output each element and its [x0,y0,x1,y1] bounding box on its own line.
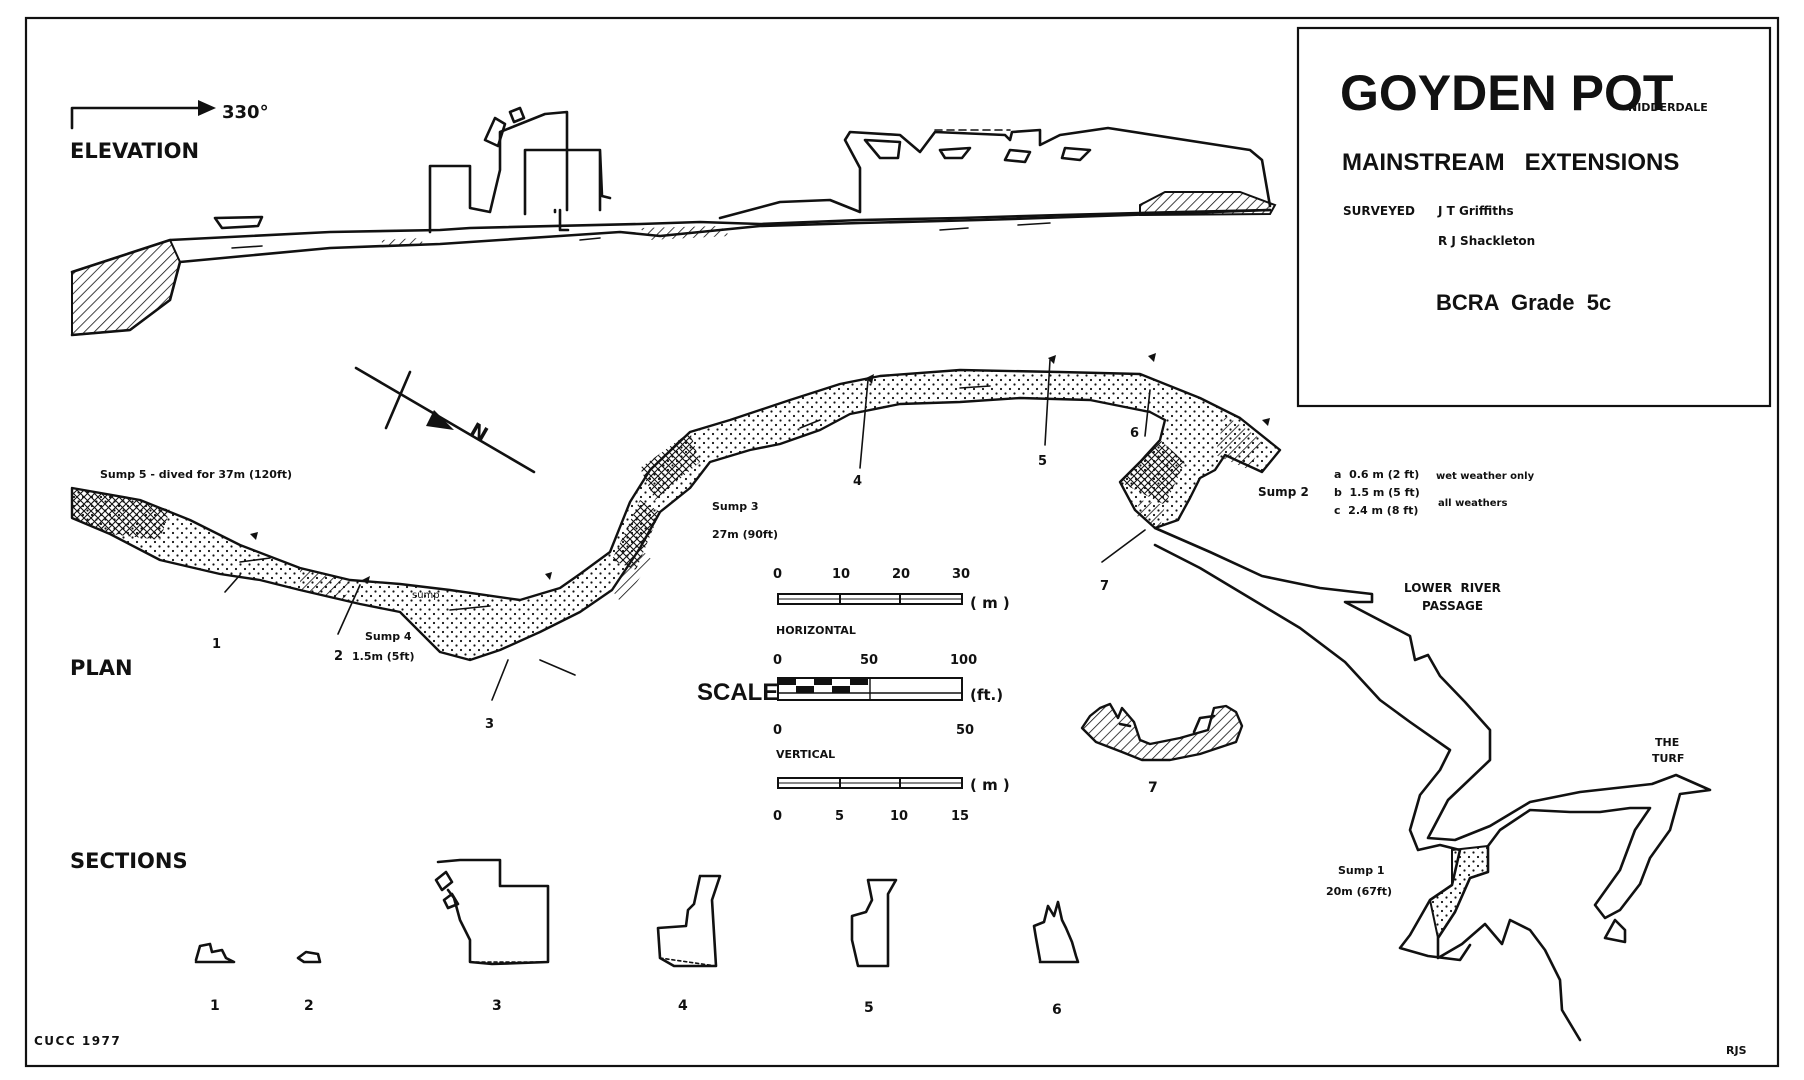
plan-passage [70,368,1282,676]
scale-h-m-tick-10: 10 [832,567,850,582]
section-number-7: 7 [1148,780,1158,796]
title-box [1296,26,1772,408]
scale-label: SCALE [697,679,778,706]
scale-h-ft-tick-0: 0 [773,653,782,668]
sump2-item-c: c 2.4 m (8 ft) [1334,504,1418,517]
scale-h-m-tick-20: 20 [892,567,910,582]
surveyor-2: R J Shackleton [1438,234,1535,248]
sump3-label: Sump 3 [712,500,759,513]
lower-river-label-1: LOWER RIVER [1404,581,1501,595]
plan-station-1: 1 [212,637,221,652]
section-number-4: 4 [678,998,688,1014]
plan-station-4: 4 [853,474,862,489]
section-number-3: 3 [492,998,502,1014]
station-markers [224,353,1270,701]
sump2-note-wet: wet weather only [1436,471,1535,482]
sump-small-label: sump [412,590,440,601]
north-label: N [466,418,493,447]
sump5-label: Sump 5 - dived for 37m (120ft) [100,468,292,481]
sump1-length: 20m (67ft) [1326,885,1392,898]
scale-horizontal-label: HORIZONTAL [776,624,856,637]
scale-v-ft-tick-0: 0 [773,723,782,738]
scale-vertical-label: VERTICAL [776,748,835,761]
scale-v-m-tick-15: 15 [951,809,969,824]
sump4-label: Sump 4 [365,630,412,643]
north-arrow [354,366,536,474]
scale-h-m-tick-0: 0 [773,567,782,582]
plan-label: PLAN [70,656,133,680]
scale-h-ft-tick-100: 100 [950,653,977,668]
lower-river-passage [1153,526,1712,1042]
sump4-depth: 1.5m (5ft) [352,650,415,663]
sump3-length: 27m (90ft) [712,528,778,541]
sections-label: SECTIONS [70,849,188,873]
cross-section-1 [194,942,236,964]
section-number-6: 6 [1052,1002,1062,1018]
scale-ft-unit: (ft.) [970,686,1003,704]
bcra-grade: BCRA Grade 5c [1436,290,1611,315]
map-title: GOYDEN POT [1340,65,1673,121]
scale-v-m-tick-5: 5 [835,809,844,824]
section-number-5: 5 [864,1000,874,1016]
scale-bar-horizontal-m [777,593,963,605]
sump2-item-b: b 1.5 m (5 ft) [1334,486,1420,499]
section-number-2: 2 [304,998,314,1014]
plan-station-7: 7 [1100,579,1109,594]
cross-section-3 [434,858,550,966]
scale-bar-vertical-m [777,777,963,789]
cross-section-2 [296,950,322,964]
sump2-item-a: a 0.6 m (2 ft) [1334,468,1419,481]
cross-section-6 [1032,900,1080,964]
scale-v-ft-tick-50: 50 [956,723,974,738]
scale-v-m-unit: ( m ) [970,776,1010,794]
scale-bar-ft [777,677,963,701]
club-credit: CUCC 1977 [34,1034,121,1048]
section-number-1: 1 [210,998,220,1014]
lower-river-label-2: PASSAGE [1422,599,1483,613]
map-region: NIDDERDALE [1628,101,1708,114]
sump1-label: Sump 1 [1338,864,1385,877]
scale-v-m-tick-0: 0 [773,809,782,824]
cross-section-7 [1080,702,1244,762]
bearing-arrow [70,100,216,130]
scale-h-m-tick-30: 30 [952,567,970,582]
surveyor-1: J T Griffiths [1437,204,1514,218]
plan-station-5: 5 [1038,454,1047,469]
author-initials: RJS [1726,1044,1747,1057]
map-frame [24,16,1780,1068]
sump2-note-all: all weathers [1438,498,1507,509]
scale-h-ft-tick-50: 50 [860,653,878,668]
scale-h-m-unit: ( m ) [970,594,1010,612]
scale-v-m-tick-10: 10 [890,809,908,824]
bearing-label: 330° [222,102,269,123]
turf-label-1: THE [1655,736,1679,749]
cross-section-4 [656,874,722,968]
elevation-profile [70,106,1277,337]
plan-station-2: 2 [334,649,343,664]
turf-label-2: TURF [1652,752,1684,765]
surveyed-label: SURVEYED [1343,204,1415,218]
plan-station-6: 6 [1130,426,1139,441]
map-subtitle: MAINSTREAM EXTENSIONS [1342,149,1679,176]
cross-section-5 [850,878,898,968]
elevation-label: ELEVATION [70,139,199,163]
sump2-label: Sump 2 [1258,485,1309,499]
plan-station-3: 3 [485,717,494,732]
